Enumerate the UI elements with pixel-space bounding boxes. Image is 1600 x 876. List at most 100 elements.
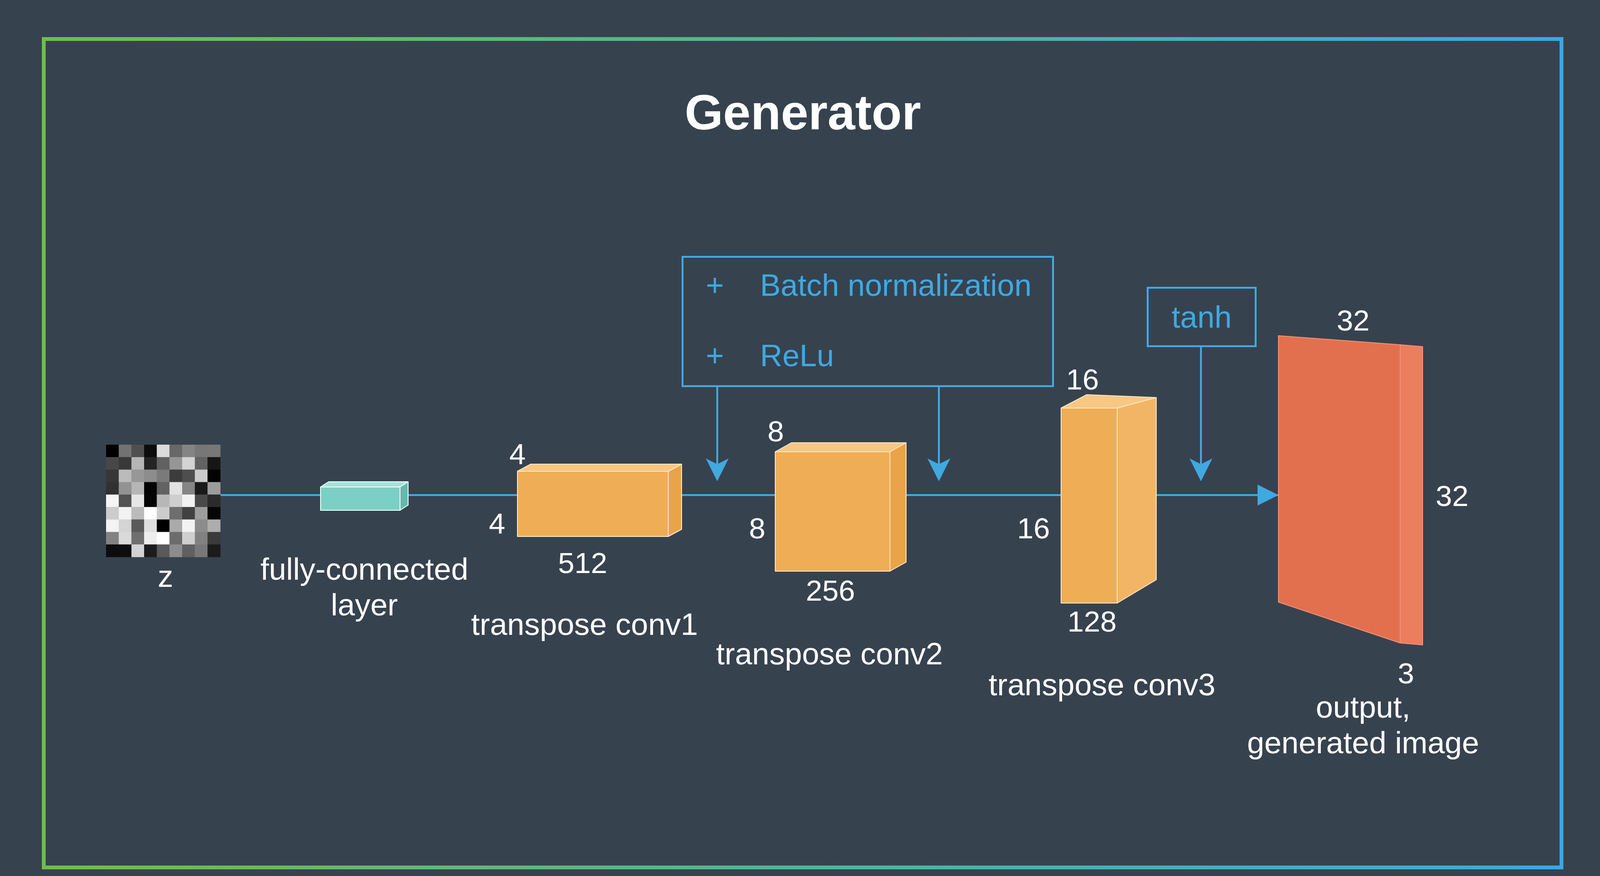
noise-pixel [182, 544, 196, 558]
dimension-label: 32 [1336, 304, 1370, 337]
noise-pixel [207, 494, 221, 508]
block-face [889, 442, 907, 572]
noise-pixel [118, 494, 132, 508]
layer-shape [320, 481, 409, 511]
noise-pixel [144, 507, 157, 520]
noise-pixel [131, 532, 145, 546]
noise-pixel [195, 519, 208, 533]
layer-shape [775, 442, 907, 572]
noise-pixel [195, 469, 208, 483]
noise-pixel [131, 457, 145, 470]
noise-pixel [156, 457, 170, 470]
apply-arrow-line [716, 385, 719, 466]
apply-arrow-head [1189, 458, 1213, 482]
node-label: transpose conv3 [959, 667, 1245, 703]
noise-pixel [169, 532, 183, 546]
node-label: Batch normalization [760, 267, 1032, 303]
dimension-label: 128 [1067, 605, 1117, 638]
noise-pixel [195, 544, 208, 558]
output-image: output, generated image [1278, 335, 1423, 645]
noise-pixel [182, 532, 196, 546]
block-face [1278, 335, 1401, 644]
noise-pixel [182, 457, 196, 470]
noise-pixel [182, 482, 196, 496]
label-group: transpose conv2 [686, 636, 973, 673]
transpose-conv-block: transpose conv2 [775, 442, 907, 572]
apply-arrow-line [1200, 346, 1202, 466]
node-label: fully-connected layer [252, 551, 477, 624]
noise-pixel [144, 482, 157, 496]
noise-pixel [144, 519, 157, 533]
noise-pixel [156, 494, 170, 508]
node-label: transpose conv2 [686, 636, 973, 673]
noise-pixel [118, 507, 132, 520]
noise-pixel [118, 457, 132, 470]
noise-pixel [169, 469, 183, 483]
noise-pixel [131, 444, 145, 458]
frame-border [43, 39, 1562, 868]
block-face [1117, 397, 1157, 604]
noise-pixel [156, 482, 170, 496]
noise-pixel [106, 519, 119, 533]
dimension-label: 8 [767, 415, 784, 448]
noise-pixel [156, 532, 170, 546]
node-label: + [705, 337, 761, 374]
noise-pixel [169, 519, 183, 533]
apply-arrow-line [937, 385, 940, 466]
layer-shape [517, 464, 682, 537]
block-face [517, 471, 669, 537]
flow-connector [408, 494, 518, 497]
dimension-label: 4 [509, 438, 526, 471]
noise-pixel [195, 507, 208, 520]
flow-connector [220, 494, 321, 497]
block-face [320, 487, 400, 511]
noise-pixel [207, 532, 221, 546]
block-face [1061, 408, 1118, 604]
noise-pixel [195, 482, 208, 496]
label-group: transpose conv3 [959, 667, 1245, 703]
noise-pixel [156, 519, 170, 533]
dimension-label: 16 [1066, 363, 1100, 396]
noise-pixel [118, 482, 132, 496]
block-face [668, 464, 682, 537]
label-group: transpose conv1 [441, 606, 728, 643]
noise-pixel [144, 444, 157, 458]
transpose-conv-block: transpose conv3 [1061, 394, 1157, 604]
noise-pixel [156, 507, 170, 520]
dimension-label: 3 [1397, 657, 1415, 690]
label-group: z [117, 558, 214, 595]
noise-pixel [169, 444, 183, 458]
noise-pixel [182, 444, 196, 458]
noise-pixel [118, 532, 132, 546]
block-face [775, 442, 907, 452]
noise-pixel [118, 544, 132, 558]
noise-pixel [195, 532, 208, 546]
operation-box: +Batch normalization+ReLu [681, 255, 1054, 388]
flow-connector [906, 494, 1062, 497]
node-label: transpose conv1 [441, 606, 728, 643]
noise-pixel [131, 507, 145, 520]
dimension-label: 4 [488, 507, 506, 540]
noise-pixel [207, 482, 221, 496]
noise-pixel [106, 482, 119, 496]
noise-pixel [106, 444, 119, 458]
noise-pixel [207, 457, 221, 470]
node-label: tanh [1171, 299, 1232, 335]
noise-pixel [144, 544, 157, 558]
label-group: output, generated image [1244, 689, 1483, 761]
node-label: z [117, 558, 214, 595]
block-face [400, 481, 409, 511]
flow-connector [681, 494, 776, 497]
dimension-label: 32 [1435, 479, 1469, 513]
noise-pixel [156, 544, 170, 558]
noise-pixel [106, 544, 119, 558]
noise-pixel [131, 544, 145, 558]
layer-shape [1061, 394, 1157, 604]
noise-pixel [169, 482, 183, 496]
apply-arrow-head [927, 458, 951, 482]
node-label: output, generated image [1244, 689, 1483, 761]
block-face [320, 481, 409, 488]
dimension-label: 16 [1017, 512, 1051, 545]
noise-pixel [207, 544, 221, 558]
